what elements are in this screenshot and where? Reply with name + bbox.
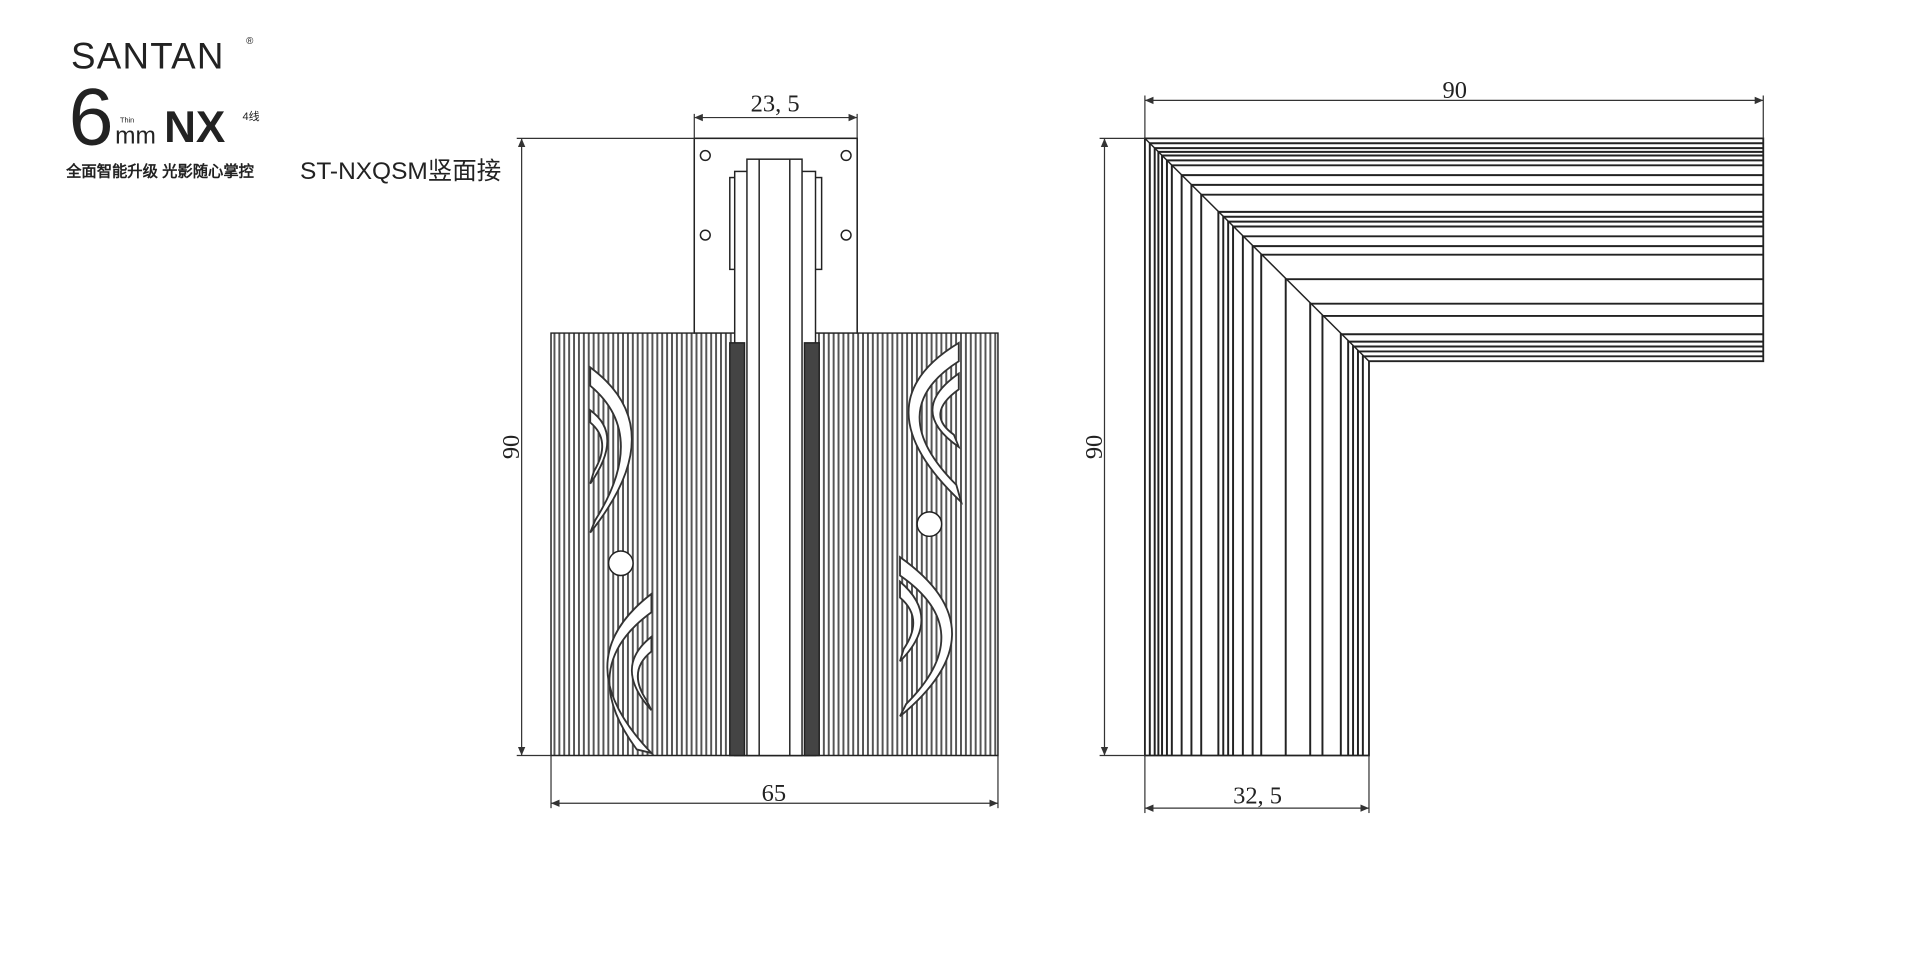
profile-stripe <box>1170 164 1764 756</box>
front-dim-top: 23, 5 <box>751 90 800 117</box>
profile-stripe <box>1200 193 1764 756</box>
profile-stripe <box>1260 253 1764 756</box>
profile-stripe <box>1157 150 1764 756</box>
profile-stripe <box>1321 314 1764 756</box>
profile-stripe <box>1309 302 1764 756</box>
profile-stripe <box>1232 225 1764 756</box>
brand-series: NX <box>164 103 226 152</box>
brand-size: 6 <box>69 72 114 162</box>
side-dim-top: 90 <box>1442 77 1466 104</box>
profile-stripe <box>1251 245 1764 756</box>
brand-name: SANTAN <box>71 36 225 77</box>
profile-stripe <box>1284 278 1764 756</box>
profile-stripe <box>1190 183 1764 756</box>
profile-stripe <box>1153 147 1764 756</box>
front-view-drawing <box>550 137 999 757</box>
brand-slogan: 全面智能升级 光影随心掌控 <box>65 162 255 180</box>
side-dim-left: 90 <box>1081 435 1108 459</box>
profile-stripe <box>1352 345 1764 756</box>
brand-unit: mm <box>115 122 156 149</box>
profile-stripe <box>1165 159 1764 756</box>
profile-stripe <box>1222 215 1764 756</box>
brand-thin: Thin <box>120 115 134 124</box>
side-view-drawing <box>1143 137 1765 757</box>
profile-stripe <box>1339 333 1764 756</box>
registered-mark: ® <box>246 36 254 47</box>
profile-stripe <box>1161 154 1764 756</box>
front-dim-left: 90 <box>498 435 525 459</box>
profile-stripe <box>1180 174 1764 756</box>
front-dim-bottom: 65 <box>762 780 786 807</box>
profile-stripe <box>1148 142 1764 756</box>
profile-stripe <box>1227 220 1764 756</box>
profile-stripe <box>1217 210 1764 756</box>
profile-stripe <box>1241 235 1764 756</box>
side-view-dimensions <box>1099 95 1764 814</box>
brand-logo: SANTAN ® 6 mm Thin NX 4线 全面智能升级 光影随心掌控 <box>65 36 259 181</box>
front-view-dimensions <box>516 113 999 809</box>
product-title: ST-NXQSM竖面接 <box>300 157 501 185</box>
profile-stripe <box>1356 350 1764 756</box>
profile-stripe <box>1361 355 1764 756</box>
profile-stripe <box>1347 340 1764 756</box>
brand-wires: 4线 <box>242 109 259 123</box>
side-dim-bottom: 32, 5 <box>1233 782 1282 809</box>
